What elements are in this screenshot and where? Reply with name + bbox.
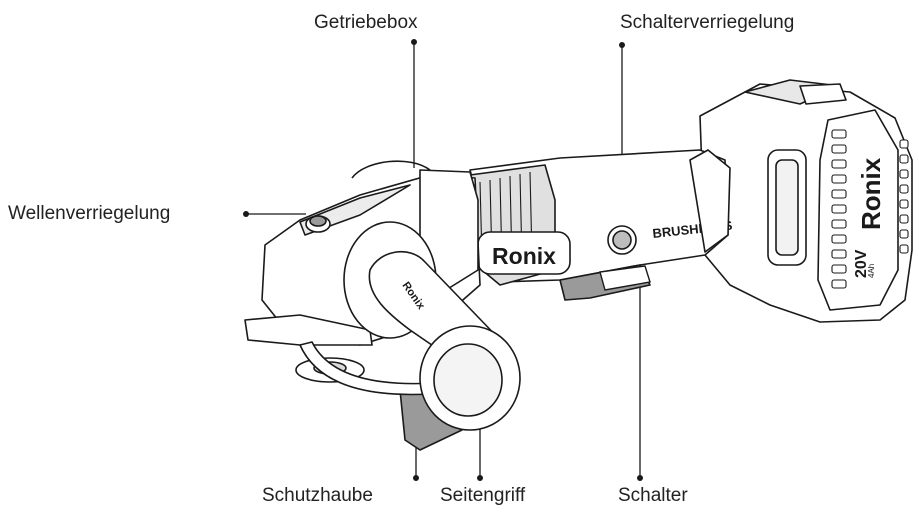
switch-paddle <box>599 265 651 291</box>
label-getriebebox: Getriebebox <box>314 12 418 33</box>
dot-schutzhaube <box>413 475 419 481</box>
switch-lock-inner <box>612 230 632 250</box>
label-schalter: Schalter <box>618 485 688 506</box>
motor-housing: Ronix BRUSHLESS <box>469 149 733 301</box>
label-seitengriff: Seitengriff <box>440 485 526 506</box>
side-handle: Ronix <box>343 221 521 431</box>
dot-schalter <box>637 475 643 481</box>
guard-clamp <box>244 314 373 346</box>
battery-logo: Ronix <box>856 157 886 230</box>
label-wellenverriegelung: Wellenverriegelung <box>8 203 171 224</box>
battery-vents <box>831 129 909 289</box>
leader-dots <box>243 39 643 481</box>
dot-wellenverriegelung <box>243 211 249 217</box>
spindle-lock-inner <box>309 215 327 227</box>
gearbox-ring <box>351 160 431 179</box>
battery-capacity: 4Ah <box>867 264 876 278</box>
battery-latch <box>799 83 847 105</box>
label-schalterverriegelung: Schalterverriegelung <box>620 12 795 33</box>
handle-end <box>689 149 731 253</box>
dot-seitengriff <box>477 475 483 481</box>
body-logo: Ronix <box>492 243 556 269</box>
dot-getriebebox <box>411 39 417 45</box>
dot-schalterverriegelung <box>619 42 625 48</box>
battery-pack: Ronix 20V 4Ah <box>699 79 913 323</box>
battery-voltage: 20V <box>853 249 870 278</box>
side-handle-end-inner <box>433 343 503 417</box>
battery-window-inner <box>775 159 799 256</box>
label-schutzhaube: Schutzhaube <box>262 485 373 506</box>
